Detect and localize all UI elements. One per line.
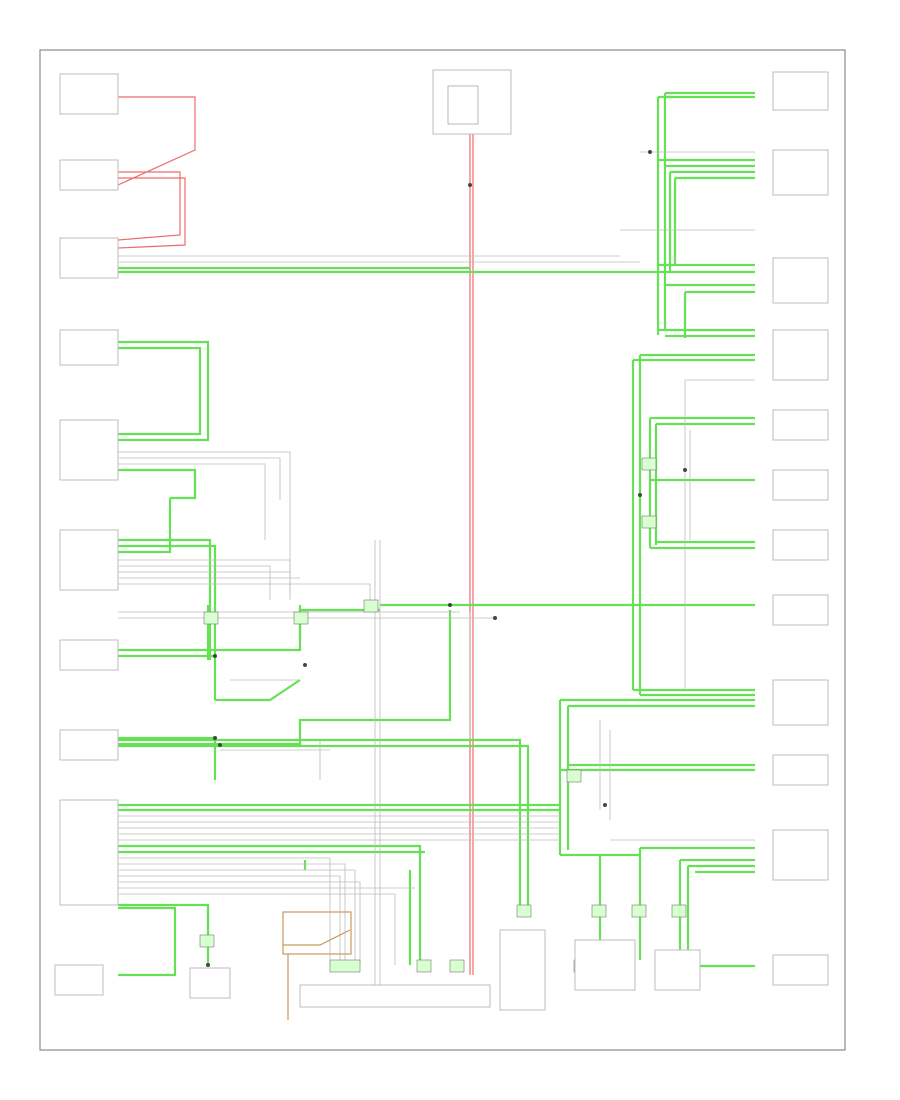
bottom-components	[189, 929, 701, 1011]
inline-connectors	[199, 457, 687, 973]
red-power-wires	[117, 96, 474, 975]
right-components	[772, 71, 829, 986]
fuse-box	[432, 69, 512, 135]
orange-wires	[282, 911, 352, 1020]
junction-dots	[206, 150, 687, 967]
fuse-box-inner	[447, 85, 479, 125]
grey-signal-wires	[118, 151, 755, 1000]
diagram-frame	[39, 49, 846, 1051]
green-signal-wires	[118, 91, 755, 977]
left-components	[54, 73, 119, 996]
